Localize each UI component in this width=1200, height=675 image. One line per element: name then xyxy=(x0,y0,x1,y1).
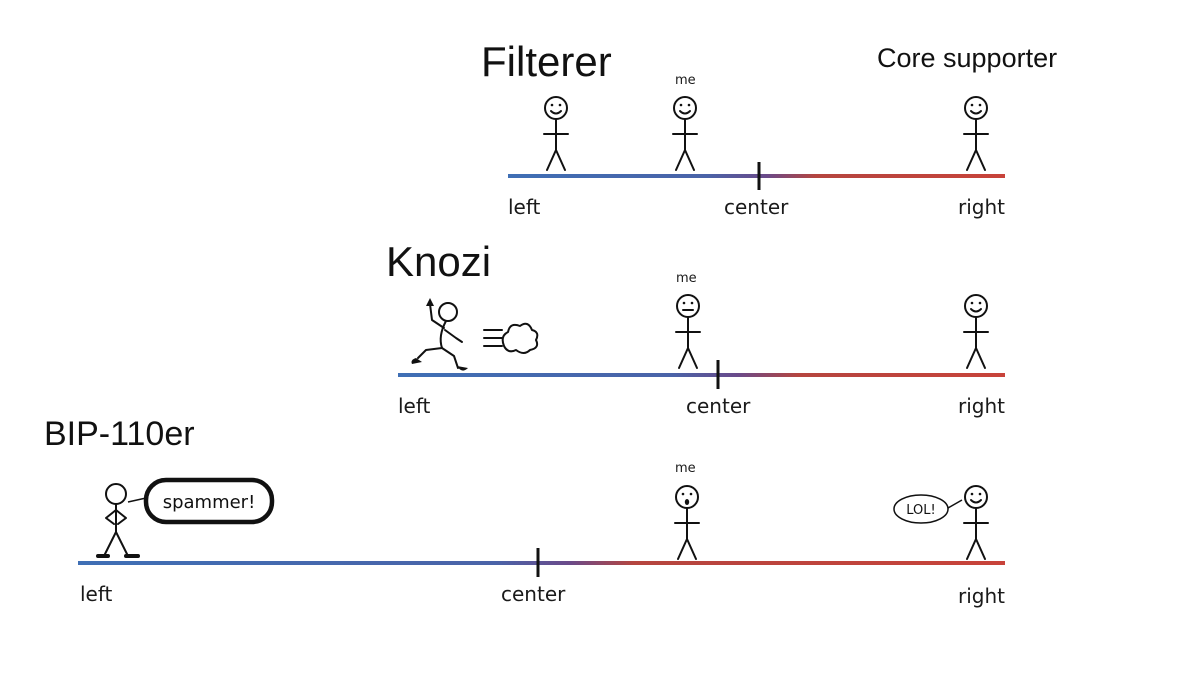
panel-title-filterer: Filterer xyxy=(481,38,612,85)
angry-figure-icon xyxy=(96,483,140,558)
speech-text-spammer: spammer! xyxy=(163,492,256,513)
me-label: me xyxy=(676,271,697,286)
axis-label-right: right xyxy=(958,195,1005,219)
panel-filterer: Filterer Core supporter left center righ… xyxy=(481,38,1057,219)
speech-text-lol: LOL! xyxy=(906,503,935,518)
axis-label-center: center xyxy=(501,582,566,606)
axis-label-center: center xyxy=(724,195,789,219)
axis-label-center: center xyxy=(686,394,751,418)
axis-label-left: left xyxy=(508,195,541,219)
panel-knozi: Knozi left center right me xyxy=(386,238,1005,418)
stick-figure-right-icon xyxy=(963,294,989,369)
core-supporter-caption: Core supporter xyxy=(877,43,1057,73)
panel-title-bip110er: BIP-110er xyxy=(44,415,195,453)
stick-figure-me-icon xyxy=(674,485,700,560)
spectrum-line xyxy=(508,174,1005,178)
dust-cloud-icon xyxy=(483,322,539,354)
me-label: me xyxy=(675,73,696,88)
stick-figure-right-icon xyxy=(963,485,989,560)
running-figure-icon xyxy=(411,298,468,371)
spectrum-line xyxy=(398,373,1005,377)
axis-label-left: left xyxy=(398,394,431,418)
panel-title-knozi: Knozi xyxy=(386,238,491,285)
axis-label-right: right xyxy=(958,584,1005,608)
me-label: me xyxy=(675,461,696,476)
stick-figure-me-icon xyxy=(675,294,701,369)
speech-bubble-lol: LOL! xyxy=(893,494,963,524)
axis-label-left: left xyxy=(80,582,113,606)
stick-figure-right-icon xyxy=(963,96,989,171)
stick-figure-left-icon xyxy=(543,96,569,171)
stick-figure-me-icon xyxy=(672,96,698,171)
spectrum-line xyxy=(78,561,1005,565)
panel-bip110er: BIP-110er left center right me spammer! xyxy=(44,415,1005,608)
speech-bubble-spammer: spammer! xyxy=(127,477,275,525)
axis-label-right: right xyxy=(958,394,1005,418)
